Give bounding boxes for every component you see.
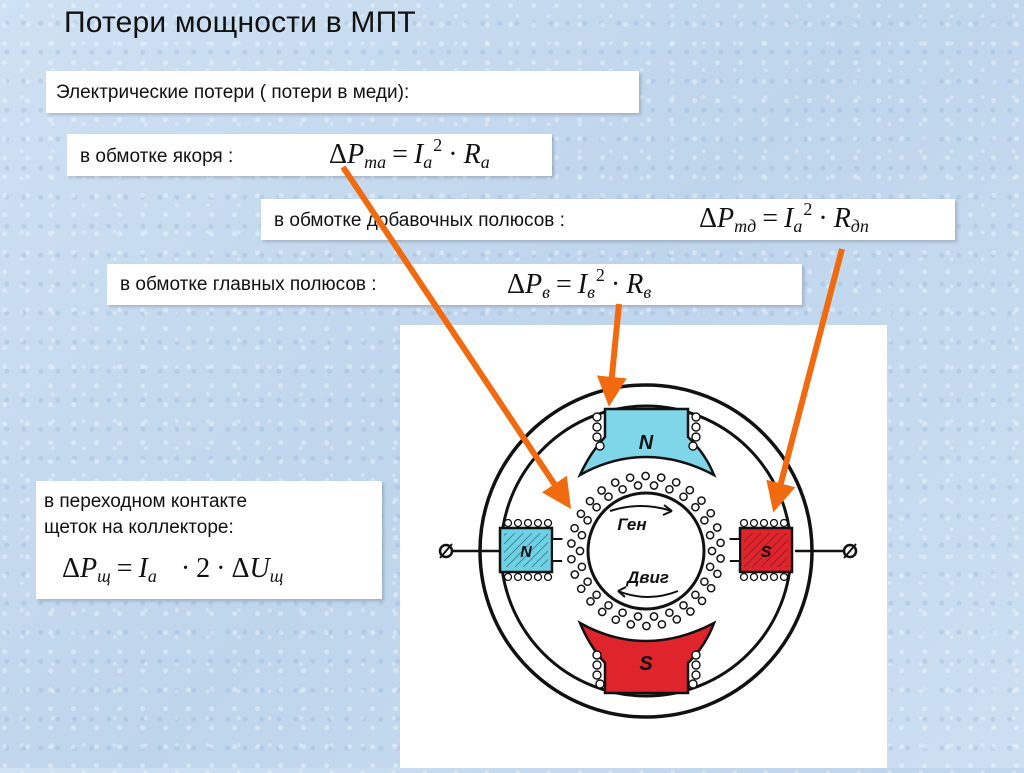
armature-conductor [665,608,674,618]
generator-rotation-arrow-icon [609,505,673,512]
armature-conductor [570,523,579,533]
generator-label: Ген [617,515,646,534]
main-pole-n: N [577,407,717,478]
armature-conductor [716,538,725,548]
additional-poles-loss-formula: ΔPmд=Ia2·Rдn [699,199,869,236]
armature-conductor [700,577,709,587]
armature-conductor [633,612,643,621]
brush-contact-loss-formula: ΔPщ=Ia·2·ΔUщ [62,553,284,586]
armature-loss-label: в обмотке якоря : [80,146,234,167]
armature-loss-formula: ΔPma=Ia2·Ra [329,135,490,172]
armature-loss-box: в обмотке якоря : ΔPma=Ia2·Ra [67,134,552,176]
armature-conductor [713,569,722,579]
armature-conductor [618,484,627,494]
armature-conductor [567,554,576,564]
main-poles-loss-label: в обмотке главных полюсов : [120,274,377,295]
page-title: Потери мощности в МПТ [64,6,416,39]
brush-contact-label-line2: щеток на коллекторе: [44,517,234,538]
armature-conductor [576,584,586,594]
brush-n: N [498,518,580,582]
motor-rotation-arrow-icon [617,590,679,598]
armature-conductor [567,539,576,548]
armature-conductor [618,608,627,618]
pole-s-label: S [639,653,653,675]
armature-conductor [706,508,716,518]
armature-conductor [649,612,659,621]
armature-conductor [707,546,717,556]
armature-conductor [642,621,651,631]
armature-conductor [691,590,700,600]
armature-conductor [686,607,695,616]
dc-machine-diagram: N S N [438,383,858,719]
brush-n-label: N [520,544,532,561]
armature-conductor [691,502,700,512]
armature-conductor [705,530,715,540]
armature-conductor [570,570,580,579]
armature-conductor [626,620,636,629]
armature-conductor [585,496,595,506]
armature-conductor [583,515,592,525]
armature-conductor [592,502,601,512]
armature-conductor [679,600,688,610]
armature-conductor [625,473,635,483]
armature-conductor [633,481,643,490]
armature-conductor [706,583,716,593]
main-pole-s: S [577,620,717,695]
brush-s-label: S [761,544,772,561]
armature-conductor [577,562,587,572]
armature-conductor [576,509,586,519]
electrical-losses-header: Электрические потери ( потери в меди): [56,82,410,103]
commutator [586,491,706,611]
brush-contact-label-line1: в переходном контакте [44,491,248,512]
armature-conductor [656,473,666,482]
armature-conductor [597,607,607,617]
additional-poles-loss-label: в обмотке добавочных полюсов : [274,210,565,231]
armature-conductor [716,554,725,563]
armature-conductor [685,485,695,495]
armature-conductor [705,562,715,572]
armature-conductor [665,484,674,494]
armature-conductor [577,530,587,540]
motor-label: Двиг [625,568,669,587]
armature-conductor [649,481,659,490]
armature-conductor [586,597,595,606]
brush-contact-loss-box: в переходном контакте щеток на коллектор… [36,481,382,599]
armature-conductor [697,596,707,606]
armature-conductor [583,577,592,587]
armature-conductor [641,471,650,481]
armature-conductor [611,615,621,625]
armature-conductor [604,492,613,502]
armature-conductor [672,615,682,624]
armature-conductor [597,486,606,495]
armature-conductor [679,492,688,502]
armature-conductor [604,600,613,610]
armature: Ген Двиг [561,466,731,636]
dc-machine-diagram-panel: N S N [400,325,887,768]
main-poles-loss-box: в обмотке главных полюсов : ΔPв=Iв2·Rв [107,264,802,305]
armature-conductor [712,523,722,532]
armature-conductor [700,515,709,525]
main-poles-loss-formula: ΔPв=Iв2·Rв [507,265,652,302]
pole-n-label: N [639,432,654,454]
armature-conductor [671,477,681,487]
armature-conductor [697,496,706,505]
electrical-losses-header-box: Электрические потери ( потери в меди): [46,71,639,113]
armature-conductor [592,590,601,600]
armature-conductor [575,546,585,556]
armature-conductor [610,478,620,487]
armature-conductor [657,619,667,629]
additional-poles-loss-box: в обмотке добавочных полюсов : ΔPmд=Ia2·… [261,199,955,240]
